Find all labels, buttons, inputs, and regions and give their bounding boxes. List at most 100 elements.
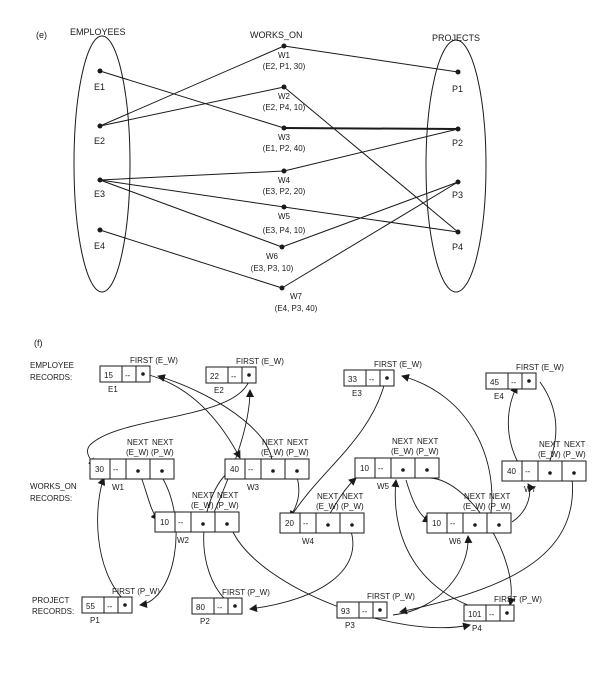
works-on-next-ew-cell: [125, 458, 151, 480]
works-on-record-value: 10: [160, 518, 169, 527]
works-on-record-filler: --: [303, 519, 309, 528]
works-on-next-ew-cell: [315, 512, 341, 534]
node-e4: [97, 227, 103, 233]
project-record-value: 101: [468, 610, 482, 619]
ptr-w6-next-ew: [401, 374, 493, 521]
works-on-name: W7: [290, 292, 303, 301]
ptr-e3-first-ew: [289, 381, 386, 519]
works-on-tuple: (E2, P1, 30): [263, 62, 306, 71]
node-w7: [279, 285, 285, 291]
works-on-next-pw-cell: [214, 511, 240, 533]
employees-header: EMPLOYEES: [70, 27, 126, 37]
employee-label: E1: [94, 82, 105, 92]
works-on-tuple: (E4, P3, 40): [275, 304, 318, 313]
works-on-record-id: W4: [302, 537, 315, 546]
employee-first-pointer-label: FIRST (E_W): [516, 363, 564, 372]
project-first-pointer-label: FIRST (P_W): [494, 595, 542, 604]
pointer-origin-dot: [141, 372, 145, 376]
project-nodes: P1 P2 P3 P4: [452, 69, 463, 252]
line-e1-w3: [99, 70, 285, 129]
ptr-w5-next-ew: [405, 479, 431, 523]
employee-label: E4: [94, 241, 105, 251]
ew-label: (E_W): [126, 448, 149, 457]
part-e-label: (e): [36, 30, 47, 40]
works-on-record-value: 10: [360, 464, 369, 473]
line-w7-p3: [281, 181, 459, 289]
pointer-origin-dot: [378, 608, 382, 612]
next-label: NEXT: [287, 438, 308, 447]
node-w4: [281, 168, 287, 174]
ptr-w7-next-ew: [507, 385, 521, 467]
ptr-e2-first-ew: [87, 377, 251, 466]
works-on-name: W2: [278, 92, 291, 101]
employee-nodes: E1 E2 E3 E4: [94, 68, 105, 251]
works-on-record-id: W2: [177, 536, 190, 545]
works-on-record-value: 10: [432, 519, 441, 528]
project-record-filler: --: [217, 603, 223, 612]
works-on-tuple: (E3, P2, 20): [263, 187, 306, 196]
pointer-origin-dot: [326, 523, 330, 527]
relationship-lines: [99, 45, 459, 289]
works-on-record-id: W3: [247, 483, 260, 492]
works-on-records-label-1: WORKS_ON: [30, 482, 77, 491]
node-w6: [279, 244, 285, 250]
pointer-origin-dot: [497, 523, 501, 527]
ew-label: (E_W): [316, 502, 339, 511]
next-label: NEXT: [464, 492, 485, 501]
project-record-filler: --: [362, 607, 368, 616]
line-w1-p1: [283, 45, 459, 73]
next-label: NEXT: [342, 492, 363, 501]
works-on-records-label-2: RECORDS:: [30, 494, 72, 503]
works-on-header: WORKS_ON: [250, 30, 303, 40]
projects-header: PROJECTS: [432, 33, 480, 43]
works-on-tuple: (E3, P3, 10): [251, 264, 294, 273]
employee-record-id: E1: [108, 385, 118, 394]
ptr-w4-next-pw: [249, 527, 354, 613]
next-label: NEXT: [539, 440, 560, 449]
node-p1: [455, 69, 461, 75]
next-label: NEXT: [192, 491, 213, 500]
works-on-next-ew-cell: [190, 511, 216, 533]
works-on-next-pw-cell: [284, 458, 310, 480]
works-on-tuple: (E2, P4, 10): [263, 103, 306, 112]
works-on-record-filler: --: [378, 464, 384, 473]
pointer-origin-dot: [271, 469, 275, 473]
works-on-next-pw-cell: [149, 458, 175, 480]
pointer-origin-dot: [225, 522, 229, 526]
pointer-origin-dot: [548, 471, 552, 475]
project-records-label-2: RECORDS:: [32, 607, 74, 616]
works-on-next-ew-cell: [260, 458, 286, 480]
employee-record-id: E4: [494, 392, 504, 401]
line-w3-p2: [283, 127, 459, 130]
project-record-filler: --: [489, 610, 495, 619]
node-e3: [97, 177, 103, 183]
project-record-id: P1: [90, 616, 100, 625]
line-e2-w2: [99, 86, 285, 127]
line-w6-p3: [281, 181, 459, 248]
pw-label: (P_W): [488, 502, 511, 511]
projects-set-ellipse: [425, 39, 487, 293]
works-on-record-filler: --: [525, 467, 531, 476]
line-w5-p4: [283, 206, 459, 233]
pointer-origin-dot: [201, 522, 205, 526]
pw-label: (P_W): [341, 502, 364, 511]
works-on-record-value: 40: [507, 467, 516, 476]
works-on-next-pw-cell: [414, 457, 440, 479]
works-on-record-filler: --: [450, 519, 456, 528]
ptr-w1-next-pw: [139, 473, 177, 608]
works-on-record-filler: --: [248, 465, 254, 474]
project-label: P4: [452, 242, 463, 252]
employee-records-label-2: RECORDS:: [30, 373, 72, 382]
node-w2: [281, 84, 287, 90]
line-e3-w4: [99, 170, 285, 181]
ew-label: (E_W): [463, 502, 486, 511]
works-on-record-value: 20: [285, 519, 294, 528]
project-record-filler: --: [107, 602, 113, 611]
works-on-next-ew-cell: [462, 512, 488, 534]
ew-label: (E_W): [538, 450, 561, 459]
pointer-origin-dot: [385, 376, 389, 380]
pointer-origin-dot: [295, 469, 299, 473]
employee-first-pointer-label: FIRST (E_W): [374, 360, 422, 369]
works-on-nodes: W1 (E2, P1, 30) W2 (E2, P4, 10) W3 (E1, …: [251, 43, 318, 313]
project-first-pointer-label: FIRST (P_W): [112, 587, 160, 596]
